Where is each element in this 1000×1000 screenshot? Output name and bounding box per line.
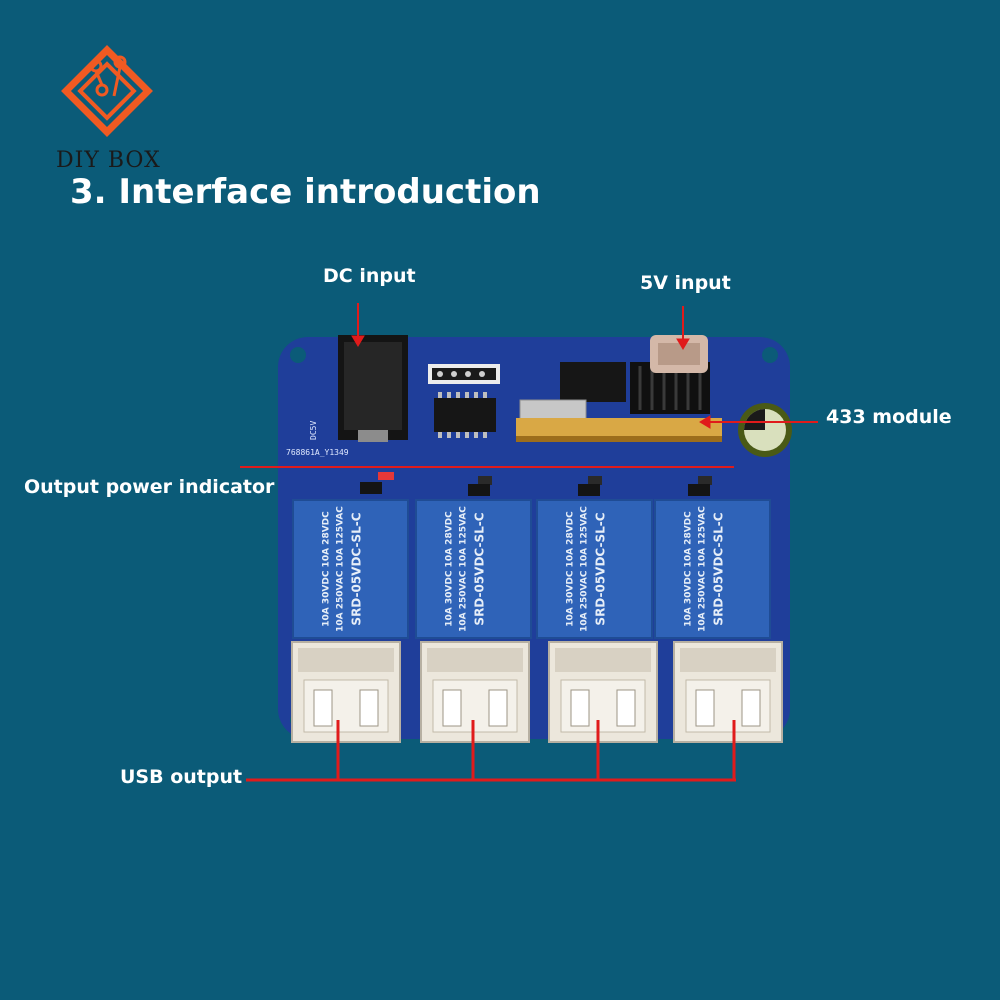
relay-rating-label: 10A 250VAC 10A 125VAC — [336, 506, 346, 632]
dc-jack — [338, 335, 408, 442]
usb-port-group — [291, 641, 783, 743]
usb-port — [420, 641, 530, 743]
relay-model-label: SRD-05VDC-SL-C — [350, 512, 364, 625]
silkscreen-power: DC5V — [309, 421, 318, 440]
usb-power-connector — [650, 335, 708, 373]
callout-5v-input: 5V input — [640, 272, 731, 294]
relay-rating-label: 10A 30VDC 10A 28VDC — [445, 511, 455, 627]
usb-port — [673, 641, 783, 743]
relay-rating-label: 10A 250VAC 10A 125VAC — [580, 506, 590, 632]
pin-header — [428, 364, 500, 384]
callout-output-power-indicator: Output power indicator — [24, 476, 275, 498]
relay: SRD-05VDC-SL-C 10A 250VAC 10A 125VAC 10A 3… — [415, 499, 532, 639]
callout-usb-output: USB output — [120, 766, 243, 788]
circuit-logo-icon — [61, 45, 153, 137]
ic-chip — [434, 392, 496, 438]
capacitor — [738, 403, 792, 457]
callout-433-module: 433 module — [826, 406, 952, 428]
relay: SRD-05VDC-SL-C 10A 250VAC 10A 125VAC 10A 3… — [654, 499, 771, 639]
annotation-lines — [240, 303, 818, 782]
relay-model-label: SRD-05VDC-SL-C — [712, 512, 726, 625]
usb-port — [548, 641, 658, 743]
relay-rating-label: 10A 250VAC 10A 125VAC — [698, 506, 708, 632]
module-433 — [516, 362, 722, 442]
relay-group: SRD-05VDC-SL-C 10A 250VAC 10A 125VAC 10A 3… — [292, 499, 771, 639]
relay: SRD-05VDC-SL-C 10A 250VAC 10A 125VAC 10A 3… — [536, 499, 653, 639]
relay-rating-label: 10A 250VAC 10A 125VAC — [459, 506, 469, 632]
relay-rating-label: 10A 30VDC 10A 28VDC — [684, 511, 694, 627]
silkscreen-id: 768861A_Y1349 — [286, 448, 349, 457]
page-title: 3. Interface introduction — [70, 172, 541, 212]
relay-model-label: SRD-05VDC-SL-C — [473, 512, 487, 625]
relay-rating-label: 10A 30VDC 10A 28VDC — [322, 511, 332, 627]
relay-rating-label: 10A 30VDC 10A 28VDC — [566, 511, 576, 627]
indicator-leds — [360, 472, 712, 496]
brand-name: DIY BOX — [56, 148, 161, 173]
usb-port — [291, 641, 401, 743]
callout-dc-input: DC input — [323, 265, 416, 287]
relay-model-label: SRD-05VDC-SL-C — [594, 512, 608, 625]
relay: SRD-05VDC-SL-C 10A 250VAC 10A 125VAC 10A 3… — [292, 499, 409, 639]
